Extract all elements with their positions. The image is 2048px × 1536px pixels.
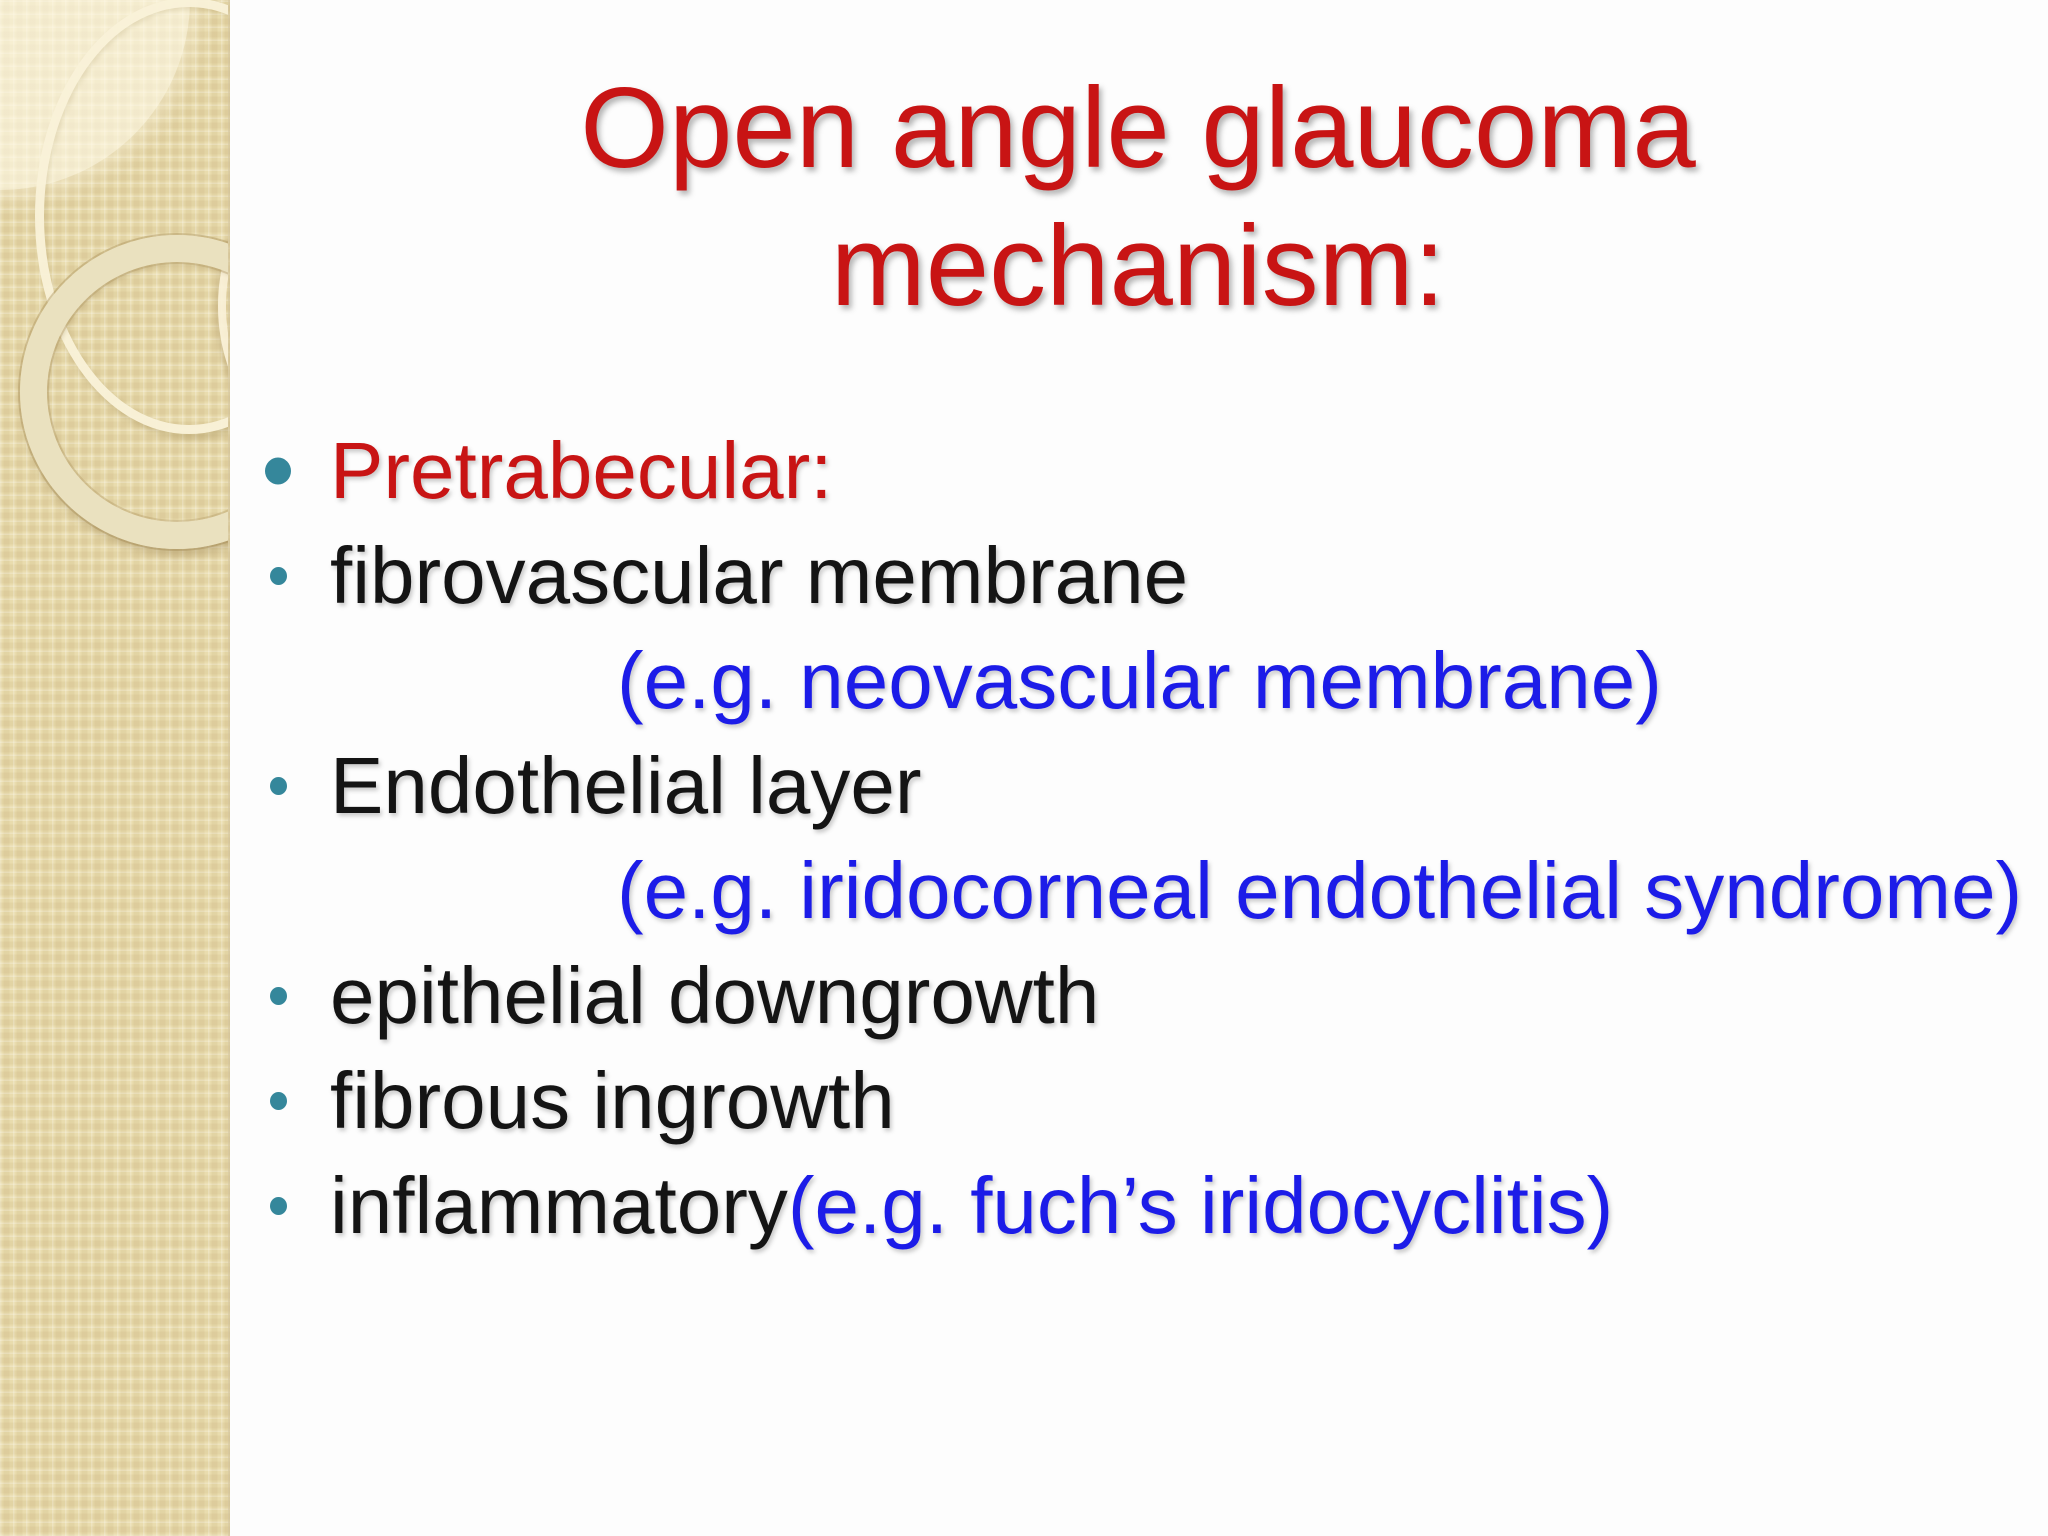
- bullet-item: Pretrabecular:: [228, 418, 2048, 523]
- bullet-text: fibrous ingrowth: [330, 1055, 895, 1145]
- title-line-2: mechanism:: [830, 203, 1446, 330]
- bullet-text: (e.g. neovascular membrane): [617, 635, 1662, 725]
- slide-title: Open angle glaucoma mechanism:: [228, 60, 2048, 336]
- bullet-text: fibrovascular membrane: [330, 530, 1189, 620]
- bullet-text: inflammatory: [330, 1160, 788, 1250]
- bullet-item: epithelial downgrowth: [228, 943, 2048, 1048]
- bullet-item: (e.g. iridocorneal endothelial syndrome): [228, 838, 2048, 943]
- bullet-text: (e.g. iridocorneal endothelial syndrome): [617, 845, 2023, 935]
- bullet-item: inflammatory (e.g. fuch’s iridocyclitis): [228, 1153, 2048, 1258]
- bullet-dot-icon: [270, 1091, 287, 1110]
- bullet-text: (e.g. fuch’s iridocyclitis): [787, 1160, 1614, 1250]
- bullet-item: fibrovascular membrane: [228, 523, 2048, 628]
- bullet-item: (e.g. neovascular membrane): [228, 628, 2048, 733]
- bullet-text: Pretrabecular:: [330, 425, 833, 515]
- bullet-item: Endothelial layer: [228, 733, 2048, 838]
- bullet-list: Pretrabecular: fibrovascular membrane (e.g…: [228, 418, 2048, 1258]
- bullet-dot-icon: [270, 986, 287, 1005]
- bullet-dot-icon: [270, 1196, 287, 1215]
- bullet-item: fibrous ingrowth: [228, 1048, 2048, 1153]
- slide-content: Open angle glaucoma mechanism: Pretrabec…: [228, 0, 2048, 1536]
- bullet-text: epithelial downgrowth: [330, 950, 1100, 1040]
- title-line-1: Open angle glaucoma: [580, 65, 1696, 192]
- bullet-dot-icon: [270, 566, 287, 585]
- bullet-dot-icon: [265, 457, 291, 484]
- sidebar-decoration: [0, 0, 230, 1536]
- bullet-text: Endothelial layer: [330, 740, 922, 830]
- bullet-dot-icon: [270, 776, 287, 795]
